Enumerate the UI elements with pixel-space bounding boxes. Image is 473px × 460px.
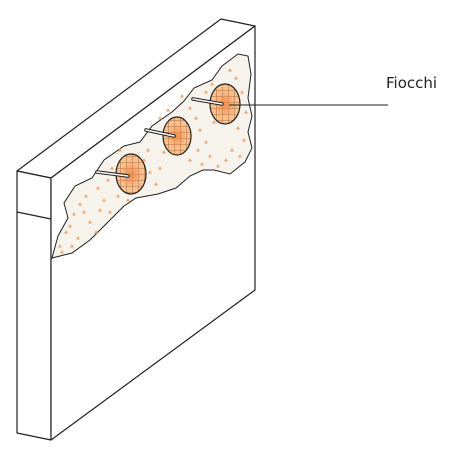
wall-side-joint <box>16 211 52 220</box>
flake-lower <box>95 153 147 195</box>
plaster-speck <box>70 244 74 248</box>
wall-side-face <box>16 170 52 441</box>
plaster-speck <box>230 148 234 152</box>
plaster-speck <box>234 76 238 80</box>
plaster-speck <box>242 138 246 142</box>
plaster-speck <box>102 198 106 202</box>
plaster-speck <box>64 230 68 234</box>
plaster-speck <box>84 194 88 198</box>
plaster-speck <box>196 148 200 152</box>
plaster-speck <box>154 182 158 186</box>
plaster-speck <box>108 210 112 214</box>
plaster-speck <box>82 210 86 214</box>
flake-upper <box>191 83 241 125</box>
plaster-speck <box>118 148 122 152</box>
plaster-speck <box>216 164 220 168</box>
callout-label: Fiocchi <box>386 74 438 92</box>
plaster-speck <box>224 158 228 162</box>
plaster-speck <box>96 186 100 190</box>
plaster-speck <box>210 82 214 86</box>
plaster-speck <box>60 250 64 254</box>
plaster-speck <box>180 94 184 98</box>
plaster-speck <box>204 140 208 144</box>
plaster-speck <box>110 166 114 170</box>
plaster-speck <box>158 166 162 170</box>
plaster-speck <box>244 110 248 114</box>
plaster-speck <box>126 198 130 202</box>
plaster-speck <box>236 126 240 130</box>
plaster-speck <box>72 212 76 216</box>
plaster-speck <box>142 158 146 162</box>
plaster-speck <box>188 158 192 162</box>
anchor-pin-icon <box>191 97 224 106</box>
plaster-speck <box>88 220 92 224</box>
plaster-speck <box>98 208 102 212</box>
plaster-speck <box>148 170 152 174</box>
plaster-speck <box>162 150 166 154</box>
plaster-speck <box>146 148 150 152</box>
flake-middle <box>144 116 192 156</box>
plaster-patch <box>51 53 253 259</box>
plaster-speck <box>204 90 208 94</box>
anchor-pin-icon <box>95 170 130 178</box>
plaster-specks <box>58 68 248 254</box>
plaster-speck <box>94 230 98 234</box>
plaster-speck <box>200 162 204 166</box>
plaster-speck <box>228 68 232 72</box>
plaster-speck <box>116 194 120 198</box>
plaster-speck <box>188 106 192 110</box>
plaster-speck <box>78 202 82 206</box>
plaster-speck <box>194 116 198 120</box>
plaster-speck <box>158 116 162 120</box>
plaster-speck <box>106 178 110 182</box>
anchor-pin-icon <box>144 128 176 138</box>
plaster-speck <box>68 224 72 228</box>
plaster-speck <box>58 244 62 248</box>
plaster-speck <box>208 154 212 158</box>
plaster-speck <box>198 128 202 132</box>
plaster-speck <box>166 108 170 112</box>
plaster-speck <box>212 120 216 124</box>
plaster-speck <box>240 90 244 94</box>
plaster-speck <box>76 236 80 240</box>
plaster-speck <box>238 154 242 158</box>
